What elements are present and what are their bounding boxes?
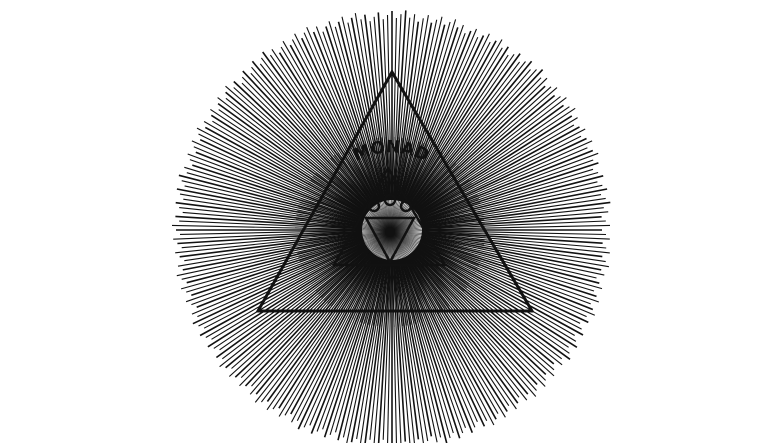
eye-icon — [385, 227, 395, 237]
